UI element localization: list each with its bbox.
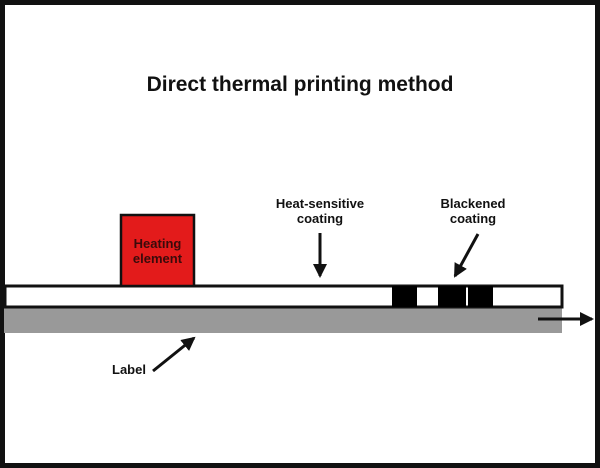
blackened-label-line2: coating: [450, 211, 496, 226]
blackened-label-line1: Blackened: [440, 196, 505, 211]
diagram-title: Direct thermal printing method: [146, 73, 454, 96]
heat-sensitive-label-line1: Heat-sensitive: [276, 196, 364, 211]
blackened-arrow-icon: [453, 233, 480, 278]
label-stock-label: Label: [112, 362, 146, 377]
blackened-block: [438, 286, 466, 307]
blackened-block: [392, 286, 417, 307]
heat-sensitive-coating-strip: [3, 284, 564, 309]
heating-element-label-line2: element: [133, 251, 183, 266]
heat-sensitive-label-line2: coating: [297, 211, 343, 226]
heating-element: [119, 213, 196, 288]
label-arrow-icon: [152, 336, 196, 373]
heating-element-label-line1: Heating: [134, 236, 182, 251]
blackened-block: [468, 286, 493, 307]
label-stock: [4, 307, 562, 333]
